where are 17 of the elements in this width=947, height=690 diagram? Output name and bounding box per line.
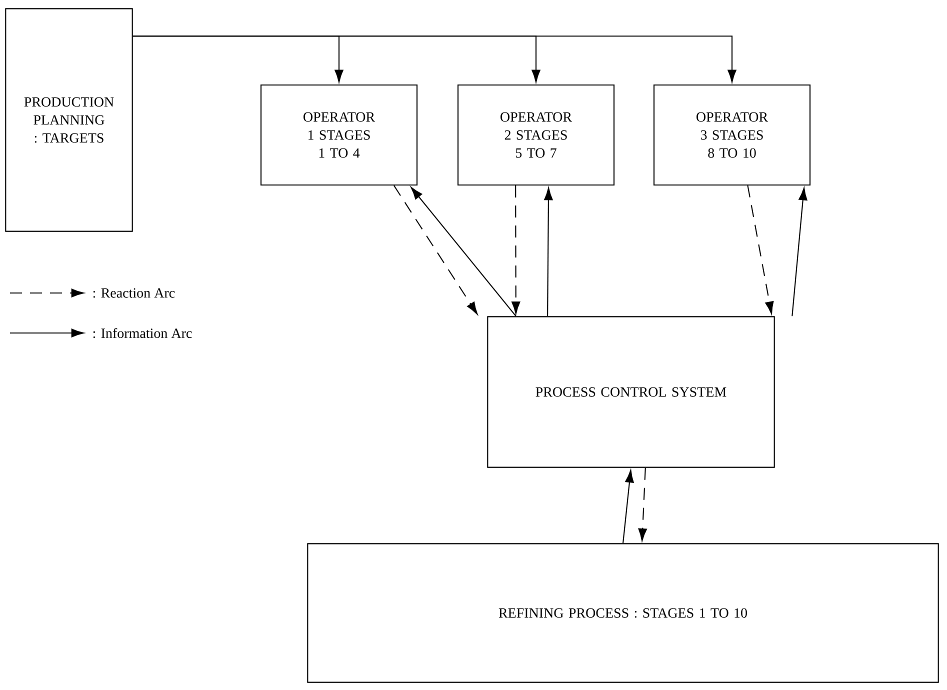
process-box: PROCESS CONTROL SYSTEM (487, 316, 775, 468)
process-box: OPERATOR 3 STAGES 8 TO 10 (653, 84, 811, 186)
arrow (132, 36, 736, 82)
arrow (622, 470, 634, 544)
arrow (512, 186, 520, 314)
arrow (792, 188, 808, 316)
arrow (394, 185, 478, 315)
legend-text: : Information Arc (93, 328, 192, 338)
process-box: REFINING PROCESS : STAGES 1 TO 10 (307, 543, 939, 683)
legend-text: : Reaction Arc (93, 288, 175, 298)
arrow (638, 468, 647, 542)
process-box: OPERATOR 2 STAGES 5 TO 7 (457, 84, 615, 186)
arrow (747, 185, 774, 314)
arrow (544, 188, 553, 316)
process-box: OPERATOR 1 STAGES 1 TO 4 (260, 84, 418, 186)
arrow (410, 187, 516, 316)
process-box: PRODUCTION PLANNING : TARGETS (5, 8, 133, 232)
